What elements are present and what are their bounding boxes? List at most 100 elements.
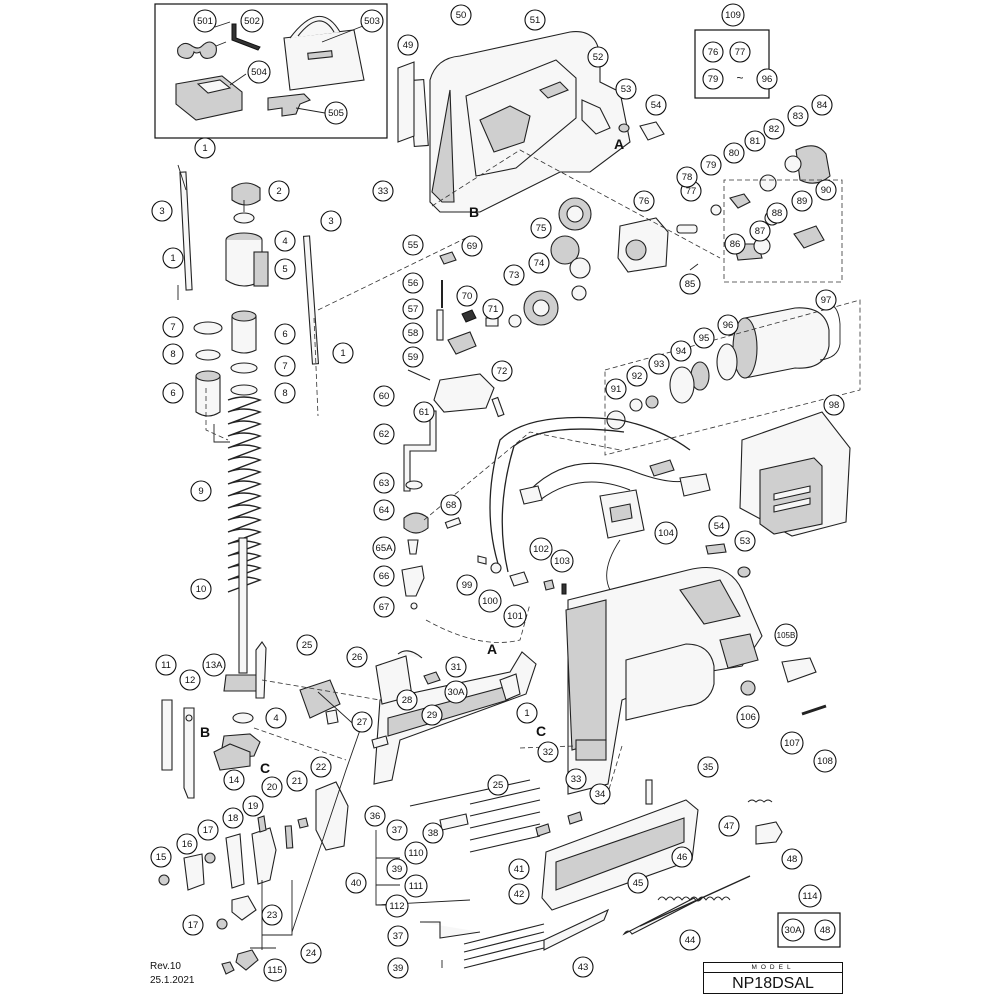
svg-text:502: 502 [244,16,260,27]
svg-text:4: 4 [282,236,287,247]
callout-5: 5 [274,258,296,280]
svg-text:3: 3 [328,216,333,227]
callout-58: 58 [402,322,424,344]
svg-text:94: 94 [676,346,687,357]
callout-79-2: 79 [702,68,724,90]
svg-text:67: 67 [379,602,390,613]
callout-19: 19 [242,795,264,817]
part-53-nut [618,123,630,133]
svg-text:45: 45 [633,878,644,889]
svg-text:84: 84 [817,100,828,111]
svg-text:92: 92 [632,371,643,382]
svg-text:73: 73 [509,270,520,281]
callout-52: 52 [587,46,609,68]
svg-text:90: 90 [821,185,832,196]
svg-text:6: 6 [282,329,287,340]
svg-text:104: 104 [658,528,674,539]
revision-date: 25.1.2021 [150,975,195,986]
svg-text:3: 3 [159,206,164,217]
callout-114: 114 [798,884,822,908]
callout-110: 110 [404,841,428,865]
battery-charger-icon [175,75,243,121]
part-callouts: 1111233445667788910111213A14151617171819… [150,3,845,982]
callout-74: 74 [528,252,550,274]
callout-107: 107 [780,731,804,755]
callout-13a: 13A [202,653,226,677]
svg-text:34: 34 [595,789,606,800]
svg-text:8: 8 [170,349,175,360]
callout-1-4: 1 [516,702,538,724]
callout-3: 3 [151,200,173,222]
callout-61: 61 [413,401,435,423]
callout-27: 27 [351,711,373,733]
svg-text:33: 33 [571,774,582,785]
callout-30a: 30A [444,680,468,704]
svg-text:102: 102 [533,544,549,555]
callout-28: 28 [396,689,418,711]
callout-80: 80 [723,142,745,164]
svg-text:29: 29 [427,710,438,721]
callout-98: 98 [823,394,845,416]
callout-87: 87 [749,220,771,242]
svg-text:95: 95 [699,333,710,344]
svg-text:20: 20 [267,782,278,793]
svg-text:89: 89 [797,196,808,207]
callout-31: 31 [445,656,467,678]
callout-8: 8 [162,343,184,365]
callout-103: 103 [550,549,574,573]
callout-36: 36 [364,805,386,827]
svg-text:39: 39 [392,864,403,875]
svg-text:46: 46 [677,852,688,863]
callout-23: 23 [261,904,283,926]
svg-text:28: 28 [402,695,413,706]
svg-text:105B: 105B [777,631,796,640]
piston-assembly [177,164,320,759]
callout-26: 26 [346,646,368,668]
svg-text:112: 112 [389,901,404,912]
callout-104: 104 [654,521,678,545]
svg-text:24: 24 [306,948,317,959]
svg-text:17: 17 [203,825,214,836]
callout-108: 108 [813,749,837,773]
callout-90: 90 [815,179,837,201]
callout-18: 18 [222,807,244,829]
svg-text:80: 80 [729,148,740,159]
callout-34: 34 [589,783,611,805]
svg-text:501: 501 [197,16,213,27]
callout-100: 100 [478,589,502,613]
svg-text:62: 62 [379,429,390,440]
svg-text:107: 107 [784,738,800,749]
safety-glasses-icon [177,41,227,59]
callout-84: 84 [811,94,833,116]
part-54-block [639,121,665,141]
revision-label: Rev.10 [150,961,181,972]
callout-29: 29 [421,704,443,726]
svg-text:110: 110 [408,848,423,859]
callout-54: 54 [645,94,667,116]
ref-letter-a-bottom: A [487,641,497,657]
svg-text:60: 60 [379,391,390,402]
svg-text:13A: 13A [206,660,224,671]
svg-text:504: 504 [251,67,267,78]
callout-51: 51 [524,9,546,31]
svg-text:40: 40 [351,878,362,889]
svg-text:51: 51 [530,15,541,26]
callout-35: 35 [697,756,719,778]
svg-text:98: 98 [829,400,840,411]
callout-44: 44 [679,929,701,951]
callout-17-2: 17 [182,914,204,936]
callout-63: 63 [373,472,395,494]
callout-40: 40 [345,872,367,894]
callout-78: 78 [676,166,698,188]
callout-85: 85 [679,273,701,295]
callout-109: 109 [721,3,745,27]
callout-93: 93 [648,353,670,375]
callout-1-2: 1 [162,247,184,269]
group-114-box [777,912,841,948]
svg-text:23: 23 [267,910,278,921]
svg-text:97: 97 [821,295,832,306]
group-109-box: ~ [694,29,770,99]
svg-text:65A: 65A [376,543,394,554]
svg-text:503: 503 [364,16,380,27]
svg-text:6: 6 [170,388,175,399]
